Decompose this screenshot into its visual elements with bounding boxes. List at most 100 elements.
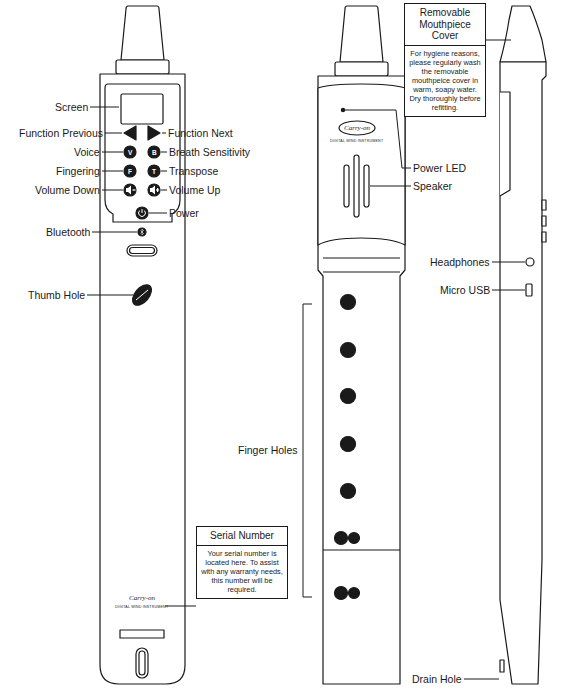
seam [323,257,400,258]
finger-hole [341,484,356,499]
leader-line [162,133,166,134]
part-label: Bluetooth [46,226,90,238]
panel-edge [500,92,510,196]
logo-text: Carry-on [344,124,370,132]
mouthpiece [500,6,546,62]
part-label: Voice [74,146,100,158]
usb-port [526,284,532,296]
part-label: Power [169,207,199,219]
button [148,184,160,196]
speaker-slot [354,155,359,217]
button [148,146,160,158]
part-label: Transpose [169,165,218,177]
leader-line [161,190,167,191]
leader-line [492,262,525,263]
finger-hole [335,587,348,600]
volume-icon [157,188,158,192]
side-button [542,232,546,242]
part-label: Finger Holes [238,444,298,456]
rear-panel [318,84,405,245]
leader-line [87,295,133,296]
finger-hole [349,588,360,599]
logo-subtext: DIGITAL WIND INSTRUMENT [330,139,383,143]
seam [323,271,400,272]
callout-body: For hygiene reasons, please regularly wa… [405,46,485,116]
leader-line [492,290,525,291]
callout-heading: Removable Mouthpiece Cover [405,4,485,46]
part-label: Function Next [168,127,233,139]
part-label: Fingering [56,165,100,177]
slot [127,245,157,256]
part-label: Drain Hole [412,673,462,685]
finger-hole [341,437,356,452]
leader-line [102,152,123,153]
part-label: Volume Down [35,184,100,196]
button [124,165,136,177]
leader-line [161,171,167,172]
button [124,184,136,196]
finger-hole [341,389,356,404]
headphone-jack [526,258,534,266]
collar [335,62,388,76]
volume-icon [150,186,155,195]
leader-line [90,107,119,108]
bottom-slot [136,648,148,678]
power-icon [142,209,143,213]
leader-line [370,186,411,187]
part-label: Breath Sensitivity [169,146,250,158]
part-label: Power LED [413,162,466,174]
button-letter: B [152,149,157,156]
finger-hole [341,295,356,310]
leader-line [92,232,137,233]
body [318,76,405,684]
callout-box: Serial NumberYour serial number is locat… [196,526,288,599]
finger-hole [349,533,360,544]
finger-hole [341,343,356,358]
bluetooth-icon [141,229,144,235]
part-label: Micro USB [440,284,490,296]
bottom-slot [139,651,145,675]
mouthpiece [121,6,164,60]
leader-line [105,133,122,134]
volume-icon [133,189,136,190]
side-button [542,216,546,226]
bracket [303,304,312,597]
leader-line [464,679,499,680]
leader-line [149,213,167,214]
seam [323,549,400,550]
mouthpiece [340,6,383,62]
part-label: Screen [55,101,88,113]
volume-icon [126,186,131,195]
collar [116,60,169,74]
power-button [136,207,148,219]
part-label: Volume Up [169,184,220,196]
control-panel [105,84,180,222]
callout-box: Removable Mouthpiece CoverFor hygiene re… [404,3,486,117]
drain-hole [500,660,504,672]
leader-line [102,190,123,191]
leader-line [486,40,511,41]
next-arrow [148,126,160,140]
slot [130,248,155,254]
leader-line [161,152,167,153]
callout-body: Your serial number is located here. To a… [197,546,287,598]
speaker-slot [344,165,349,207]
button-letter: V [128,149,132,156]
previous-arrow [124,126,136,140]
bluetooth-button [138,228,146,236]
logo-oval [339,121,375,135]
button-letter: F [128,168,132,175]
callout-heading: Serial Number [197,527,287,546]
part-label: Function Previous [19,127,103,139]
leader-line [165,606,196,607]
button [148,165,160,177]
logo-subtext: DIGITAL WIND INSTRUMENT [115,605,168,609]
power-led [341,108,344,111]
screen [121,94,163,124]
logo-text: Carry-on [129,594,155,602]
serial-plate [120,630,164,638]
button-letter: T [152,168,156,175]
button [124,146,136,158]
thumb-hole [136,290,148,300]
